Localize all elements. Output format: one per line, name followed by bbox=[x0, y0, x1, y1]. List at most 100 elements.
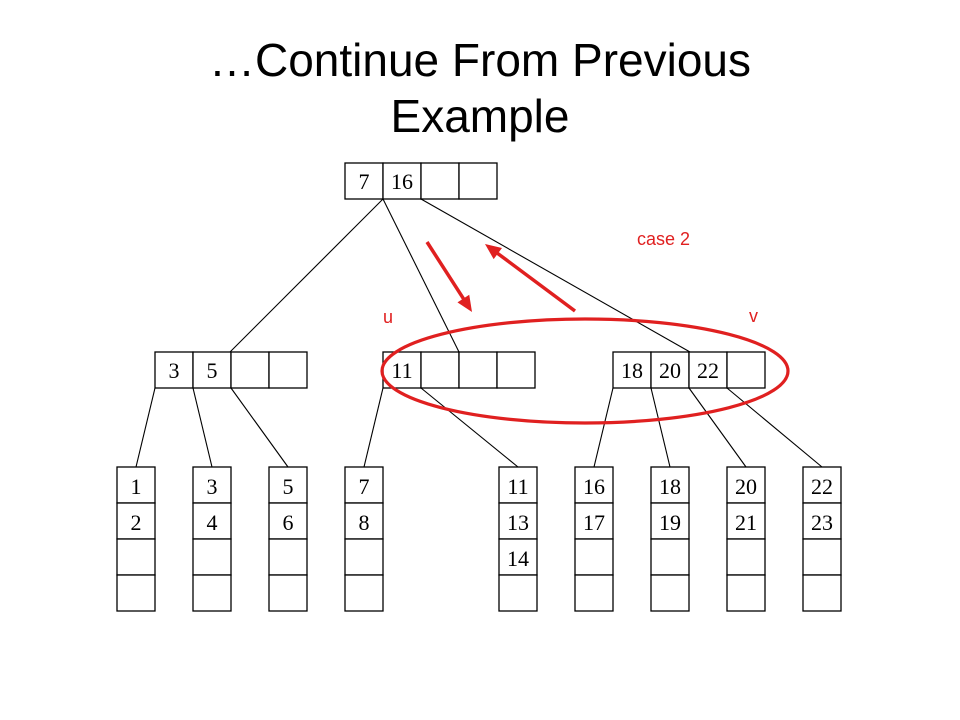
leaf-node-key: 19 bbox=[659, 510, 681, 535]
leaf-node-key: 1 bbox=[131, 474, 142, 499]
leaf-node-cell bbox=[650, 538, 690, 576]
title-line-1: …Continue From Previous bbox=[209, 34, 751, 86]
leaf-node: 11 13 14 bbox=[498, 466, 538, 612]
root-node-cell bbox=[382, 162, 422, 200]
leaf-node-cell bbox=[802, 502, 842, 540]
internal-node-v-key: 18 bbox=[621, 358, 643, 383]
arrow-up bbox=[495, 250, 577, 313]
leaf-node-cell bbox=[498, 502, 538, 540]
internal-node-v-cell bbox=[688, 351, 728, 389]
internal-node-left-cell bbox=[268, 351, 308, 389]
leaf-node-cell bbox=[802, 574, 842, 612]
v-label: v bbox=[749, 306, 758, 326]
tree-edge bbox=[593, 387, 614, 468]
leaf-node-key: 2 bbox=[131, 510, 142, 535]
leaf-node-key: 6 bbox=[283, 510, 294, 535]
leaf-node-cell bbox=[192, 466, 232, 504]
internal-node-v-cell bbox=[612, 351, 652, 389]
leaf-node-cell bbox=[726, 466, 766, 504]
leaf-node-cell bbox=[116, 466, 156, 504]
tree-edge bbox=[420, 198, 691, 353]
leaf-node-key: 22 bbox=[811, 474, 833, 499]
leaf-node-key: 18 bbox=[659, 474, 681, 499]
leaf-node-key: 21 bbox=[735, 510, 757, 535]
leaf-node-cell bbox=[116, 574, 156, 612]
leaf-node-cell bbox=[726, 574, 766, 612]
leaf-node-key: 7 bbox=[359, 474, 370, 499]
leaf-node-cell bbox=[268, 502, 308, 540]
leaf-node-cell bbox=[192, 502, 232, 540]
leaf-node-cell bbox=[268, 538, 308, 576]
internal-node-u-cell bbox=[496, 351, 536, 389]
internal-node-v-key: 20 bbox=[659, 358, 681, 383]
highlight-ellipse bbox=[380, 317, 790, 425]
tree-edge bbox=[688, 387, 747, 468]
leaf-node: 78 bbox=[344, 466, 384, 612]
tree-edge bbox=[230, 387, 289, 468]
leaf-node-key: 8 bbox=[359, 510, 370, 535]
arrow-up-head bbox=[485, 244, 503, 260]
leaf-node-key: 11 bbox=[507, 474, 528, 499]
leaf-node-cell bbox=[574, 538, 614, 576]
tree-edge bbox=[420, 387, 519, 468]
leaf-node-cell bbox=[116, 538, 156, 576]
leaf-node-cell bbox=[726, 538, 766, 576]
u-label: u bbox=[383, 307, 393, 327]
leaf-node: 56 bbox=[268, 466, 308, 612]
annotations: case 2 u v bbox=[380, 229, 790, 425]
leaf-node-cell bbox=[650, 466, 690, 504]
root-node: 7 16 bbox=[344, 162, 498, 200]
leaf-node: 12 bbox=[116, 466, 156, 612]
internal-node-left-cell bbox=[230, 351, 270, 389]
leaf-node-key: 14 bbox=[507, 546, 529, 571]
leaf-node-key: 20 bbox=[735, 474, 757, 499]
leaf-node-cell bbox=[268, 466, 308, 504]
leaf-node-cell bbox=[192, 538, 232, 576]
internal-node-v-key: 22 bbox=[697, 358, 719, 383]
tree-edge bbox=[382, 198, 460, 353]
tree-edge bbox=[135, 387, 156, 468]
root-node-key: 16 bbox=[391, 169, 413, 194]
page-title: …Continue From Previous Example bbox=[0, 32, 960, 144]
leaf-node-key: 13 bbox=[507, 510, 529, 535]
leaf-node-cell bbox=[726, 502, 766, 540]
leaf-node-key: 16 bbox=[583, 474, 605, 499]
root-node-key: 7 bbox=[359, 169, 370, 194]
leaf-node-key: 3 bbox=[207, 474, 218, 499]
leaf-node-cell bbox=[498, 574, 538, 612]
internal-node-left-key: 3 bbox=[169, 358, 180, 383]
tree-edge bbox=[650, 387, 671, 468]
tree-edge bbox=[363, 387, 384, 468]
internal-node-u-cell bbox=[458, 351, 498, 389]
leaf-node-cell bbox=[574, 574, 614, 612]
leaf-node-key: 17 bbox=[583, 510, 605, 535]
leaf-node-key: 5 bbox=[283, 474, 294, 499]
leaf-node: 34 bbox=[192, 466, 232, 612]
leaf-node-cell bbox=[192, 574, 232, 612]
tree-edge bbox=[229, 198, 384, 353]
leaf-node-cell bbox=[650, 502, 690, 540]
root-node-cell bbox=[420, 162, 460, 200]
leaf-node-cell bbox=[344, 538, 384, 576]
title-line-2: Example bbox=[390, 90, 570, 142]
tree-edge bbox=[726, 387, 823, 468]
root-node-cell bbox=[458, 162, 498, 200]
leaf-node-cell bbox=[498, 538, 538, 576]
internal-node-u-cell bbox=[420, 351, 460, 389]
internal-node-u-key: 11 bbox=[391, 358, 412, 383]
tree-edges bbox=[135, 198, 823, 468]
leaf-node-cell bbox=[802, 538, 842, 576]
leaf-node-cell bbox=[344, 502, 384, 540]
leaf-node-cell bbox=[802, 466, 842, 504]
internal-node-u: 11 bbox=[382, 351, 536, 389]
leaf-node-cell bbox=[650, 574, 690, 612]
leaf-node-key: 23 bbox=[811, 510, 833, 535]
internal-node-left-key: 5 bbox=[207, 358, 218, 383]
